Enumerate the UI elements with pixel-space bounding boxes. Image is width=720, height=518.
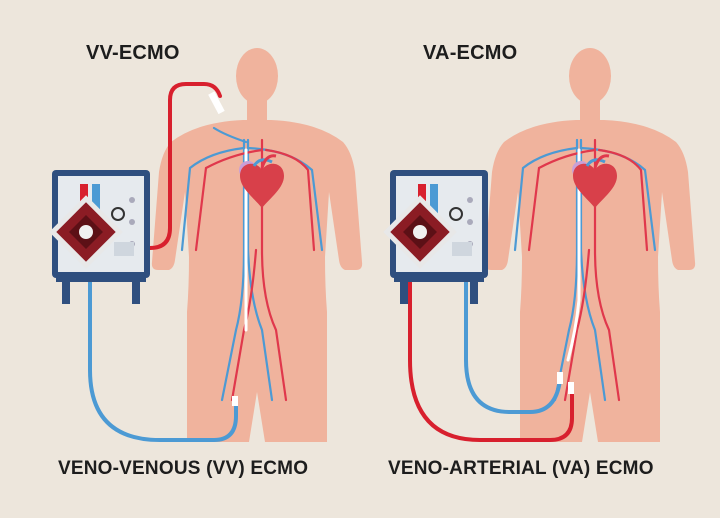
va-ecmo-title: VA-ECMO [423,42,518,64]
vv-panel [49,48,363,442]
va-panel [383,48,696,442]
vv-ecmo-title: VV-ECMO [86,42,180,64]
vessel-network [513,138,657,402]
va-ecmo-caption: VENO-ARTERIAL (VA) ECMO [388,458,654,479]
heart-icon [572,154,617,208]
cannula-icon [557,372,563,384]
oxygenator-icon [383,195,457,269]
cannula-icon [232,396,238,406]
vv-ecmo-caption: VENO-VENOUS (VV) ECMO [58,458,309,479]
ecmo-tubing [88,82,238,442]
cannula-icon [568,382,574,394]
cannula-icon [208,91,225,115]
heart-icon [239,154,284,208]
